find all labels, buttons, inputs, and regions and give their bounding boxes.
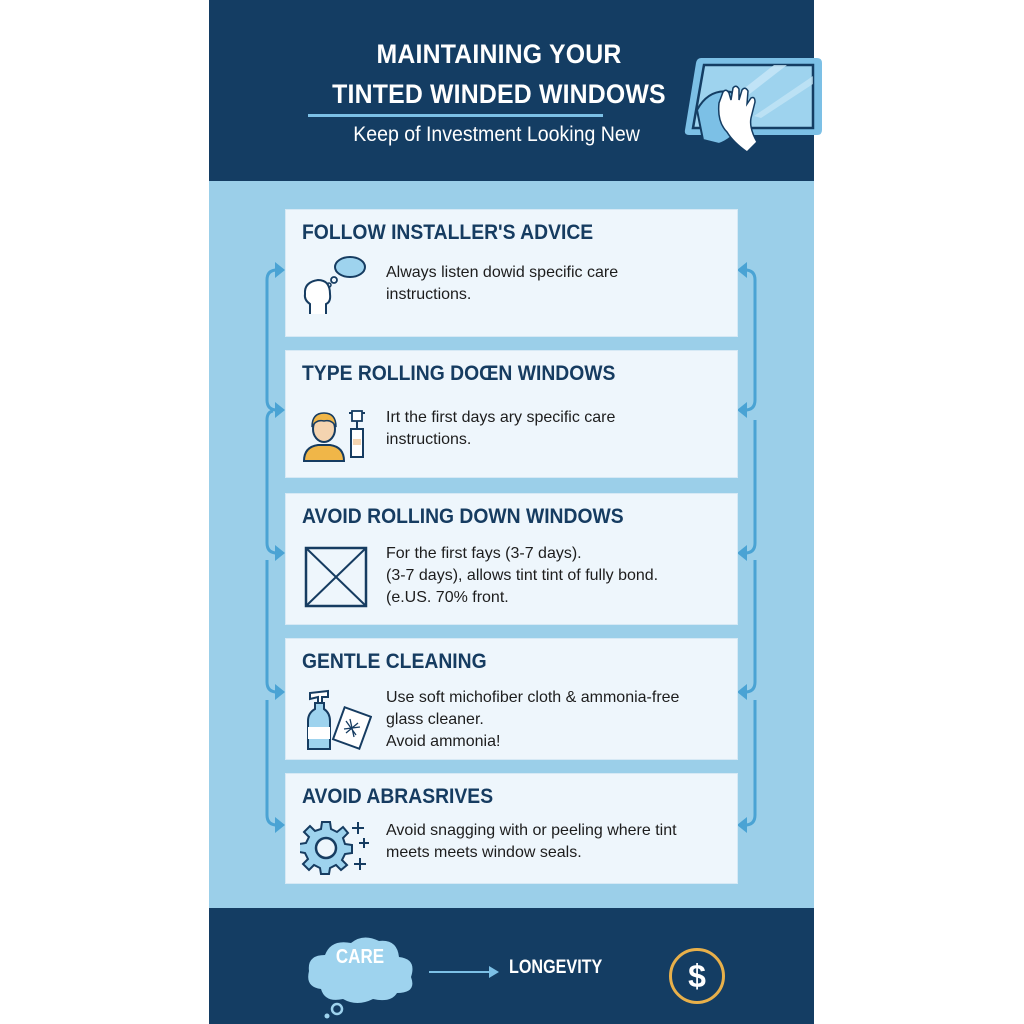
care-label: CARE xyxy=(335,946,385,968)
card-title: TYPE ROLLING DOŒN WINDOWS xyxy=(302,362,616,385)
card-title: FOLLOW INSTALLER'S ADVICE xyxy=(302,221,594,244)
card-description: Use soft michofiber cloth & ammonia-free… xyxy=(386,689,680,750)
card-description: For the first fays (3-7 days). (3-7 days… xyxy=(386,545,659,606)
card-description: Avoid snagging with or peeling where tin… xyxy=(386,822,677,861)
title-divider xyxy=(308,114,603,117)
window-wipe-hand-icon xyxy=(684,58,822,153)
subtitle: Keep of Investment Looking New xyxy=(353,123,640,146)
card-title: AVOID ABRASRIVES xyxy=(302,785,494,808)
card-avoid-rolling-down-windows: AVOID ROLLING DOWN WINDOWS For the first… xyxy=(285,493,738,625)
card-description: Always listen dowid specific care instru… xyxy=(386,264,619,303)
card-title: GENTLE CLEANING xyxy=(302,650,487,673)
card-description: Irt the first days ary specific care ins… xyxy=(386,409,616,448)
card-title: AVOID ROLLING DOWN WINDOWS xyxy=(302,505,624,528)
title-line-1: MAINTAINING YOUR xyxy=(376,39,622,69)
footer-banner: CARE LONGEVITY $ xyxy=(209,908,814,1024)
card-gentle-cleaning: GENTLE CLEANING Use soft michofiber clot… xyxy=(285,638,738,760)
person-spray-icon xyxy=(302,410,365,462)
window-x-icon xyxy=(304,546,368,608)
infographic-panel: MAINTAINING YOUR TINTED WINDED WINDOWS K… xyxy=(209,0,822,1024)
longevity-label: LONGEVITY xyxy=(509,957,603,978)
dollar-icon: $ xyxy=(669,948,725,1004)
page-title: MAINTAINING YOUR TINTED WINDED WINDOWS xyxy=(324,34,674,114)
arrow-right-icon xyxy=(429,966,499,978)
title-line-2: TINTED WINDED WINDOWS xyxy=(332,79,666,109)
card-avoid-abrasives: AVOID ABRASRIVES Avoid snagging with or … xyxy=(285,773,738,884)
spray-bottle-cloth-icon xyxy=(307,689,372,751)
card-type-rolling-down-windows: TYPE ROLLING DOŒN WINDOWS Irt the first … xyxy=(285,350,738,478)
gear-sparkle-icon xyxy=(300,821,369,875)
cloud-icon xyxy=(308,937,413,1019)
header-banner: MAINTAINING YOUR TINTED WINDED WINDOWS K… xyxy=(209,0,822,181)
card-follow-installer-advice: FOLLOW INSTALLER'S ADVICE Always listen … xyxy=(285,209,738,337)
thinking-head-icon xyxy=(303,256,366,314)
